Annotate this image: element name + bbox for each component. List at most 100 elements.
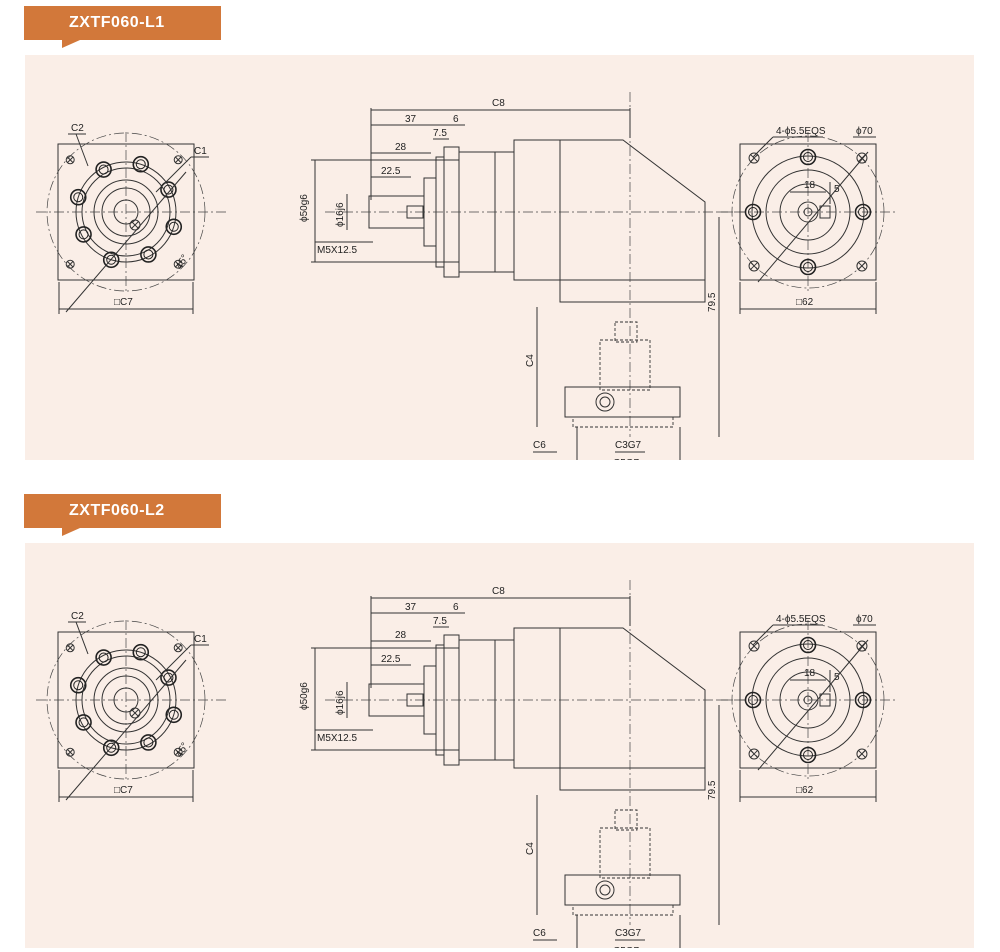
label-c1: C1 bbox=[194, 634, 207, 645]
label-c2: C2 bbox=[71, 123, 84, 134]
bolt-head bbox=[75, 226, 92, 243]
hole-cross bbox=[175, 644, 182, 651]
bolt-inner bbox=[143, 249, 154, 260]
coupling-hidden bbox=[599, 827, 651, 879]
label-37: 37 bbox=[405, 114, 417, 125]
label-62: □62 bbox=[796, 297, 814, 308]
label-c3: C3G7 bbox=[615, 440, 642, 451]
label-18: 18 bbox=[804, 668, 816, 679]
mount-hole bbox=[65, 643, 75, 653]
bolt-head bbox=[102, 739, 120, 757]
bolt-head bbox=[69, 188, 87, 206]
adapter-hidden bbox=[572, 416, 674, 428]
label-62: □62 bbox=[796, 785, 814, 796]
label-c6: C6 bbox=[533, 440, 546, 451]
hole-cross bbox=[175, 156, 182, 163]
hole-cross bbox=[67, 749, 74, 756]
leader bbox=[752, 624, 774, 646]
mount-hole bbox=[856, 640, 868, 652]
bolt-inner bbox=[73, 192, 84, 203]
bolt-head bbox=[160, 669, 177, 686]
leader bbox=[752, 136, 774, 158]
bolt-head bbox=[69, 676, 87, 694]
label-od50: ϕ50g6 bbox=[299, 194, 310, 222]
label-225: 22.5 bbox=[381, 166, 401, 177]
bolt-inner bbox=[163, 184, 174, 195]
bolt-inner bbox=[78, 229, 89, 240]
label-28: 28 bbox=[395, 630, 407, 641]
bolt-inner bbox=[73, 680, 84, 691]
motor-adapter bbox=[564, 386, 681, 418]
body-base bbox=[559, 279, 706, 303]
body-base bbox=[559, 767, 706, 791]
label-c4: C4 bbox=[525, 354, 536, 367]
bolt-inner bbox=[168, 709, 179, 720]
mount-hole bbox=[173, 643, 183, 653]
leader bbox=[65, 659, 187, 801]
label-c1: C1 bbox=[194, 146, 207, 157]
mount-hole bbox=[173, 747, 183, 757]
hole-cross bbox=[750, 154, 758, 162]
bolt-inner bbox=[163, 672, 174, 683]
bolt-inner bbox=[748, 695, 758, 705]
label-c5: C5G7 bbox=[613, 946, 640, 948]
hole-cross bbox=[858, 262, 866, 270]
mount-hole bbox=[173, 155, 183, 165]
hole-cross bbox=[750, 642, 758, 650]
hole-cross bbox=[858, 750, 866, 758]
bolt-head bbox=[799, 636, 817, 654]
label-holes: 4-ϕ5.5EQS bbox=[776, 614, 826, 625]
bolt-inner bbox=[106, 254, 117, 265]
coupling-hidden bbox=[599, 339, 651, 391]
leader bbox=[155, 644, 192, 681]
clamp-screw-inner bbox=[599, 884, 611, 896]
bolt-inner bbox=[803, 262, 813, 272]
bolt-inner bbox=[98, 164, 109, 175]
leader bbox=[155, 156, 192, 193]
label-c8: C8 bbox=[492, 586, 505, 597]
label-75: 7.5 bbox=[433, 128, 447, 139]
mount-hole bbox=[748, 748, 760, 760]
bolt-head bbox=[160, 181, 177, 198]
hole-cross bbox=[131, 709, 139, 717]
bolt-inner bbox=[143, 737, 154, 748]
bolt-inner bbox=[78, 717, 89, 728]
label-od16: ϕ16j6 bbox=[335, 202, 346, 227]
bolt-head bbox=[744, 203, 762, 221]
bolt-head bbox=[165, 218, 183, 236]
hole-cross bbox=[750, 262, 758, 270]
mount-hole bbox=[748, 640, 760, 652]
hole-cross bbox=[67, 261, 74, 268]
section-title-l2: ZXTF060-L2 bbox=[24, 494, 221, 536]
bolt-inner bbox=[858, 207, 868, 217]
label-c7: □C7 bbox=[114, 785, 133, 796]
label-795: 79.5 bbox=[707, 780, 718, 800]
clamp-screw bbox=[595, 880, 615, 900]
bolt-head bbox=[95, 161, 112, 178]
bolt-head bbox=[75, 714, 92, 731]
bolt-inner bbox=[803, 750, 813, 760]
bolt-inner bbox=[748, 207, 758, 217]
mount-hole bbox=[65, 155, 75, 165]
leader bbox=[75, 133, 89, 167]
bolt-head bbox=[854, 691, 872, 709]
mount-hole bbox=[856, 748, 868, 760]
label-795: 79.5 bbox=[707, 292, 718, 312]
bolt-inner bbox=[168, 221, 179, 232]
bolt-head bbox=[799, 258, 817, 276]
bolt-head bbox=[132, 155, 150, 173]
coupling-hidden bbox=[614, 809, 638, 831]
leader bbox=[65, 171, 187, 313]
section-title-l1: ZXTF060-L1 bbox=[24, 6, 221, 48]
hole-cross bbox=[131, 221, 139, 229]
label-c4: C4 bbox=[525, 842, 536, 855]
hole-cross bbox=[175, 749, 182, 756]
bolt-inner bbox=[135, 647, 146, 658]
mount-hole bbox=[856, 260, 868, 272]
bolt-head bbox=[799, 746, 817, 764]
bolt-head bbox=[140, 734, 157, 751]
